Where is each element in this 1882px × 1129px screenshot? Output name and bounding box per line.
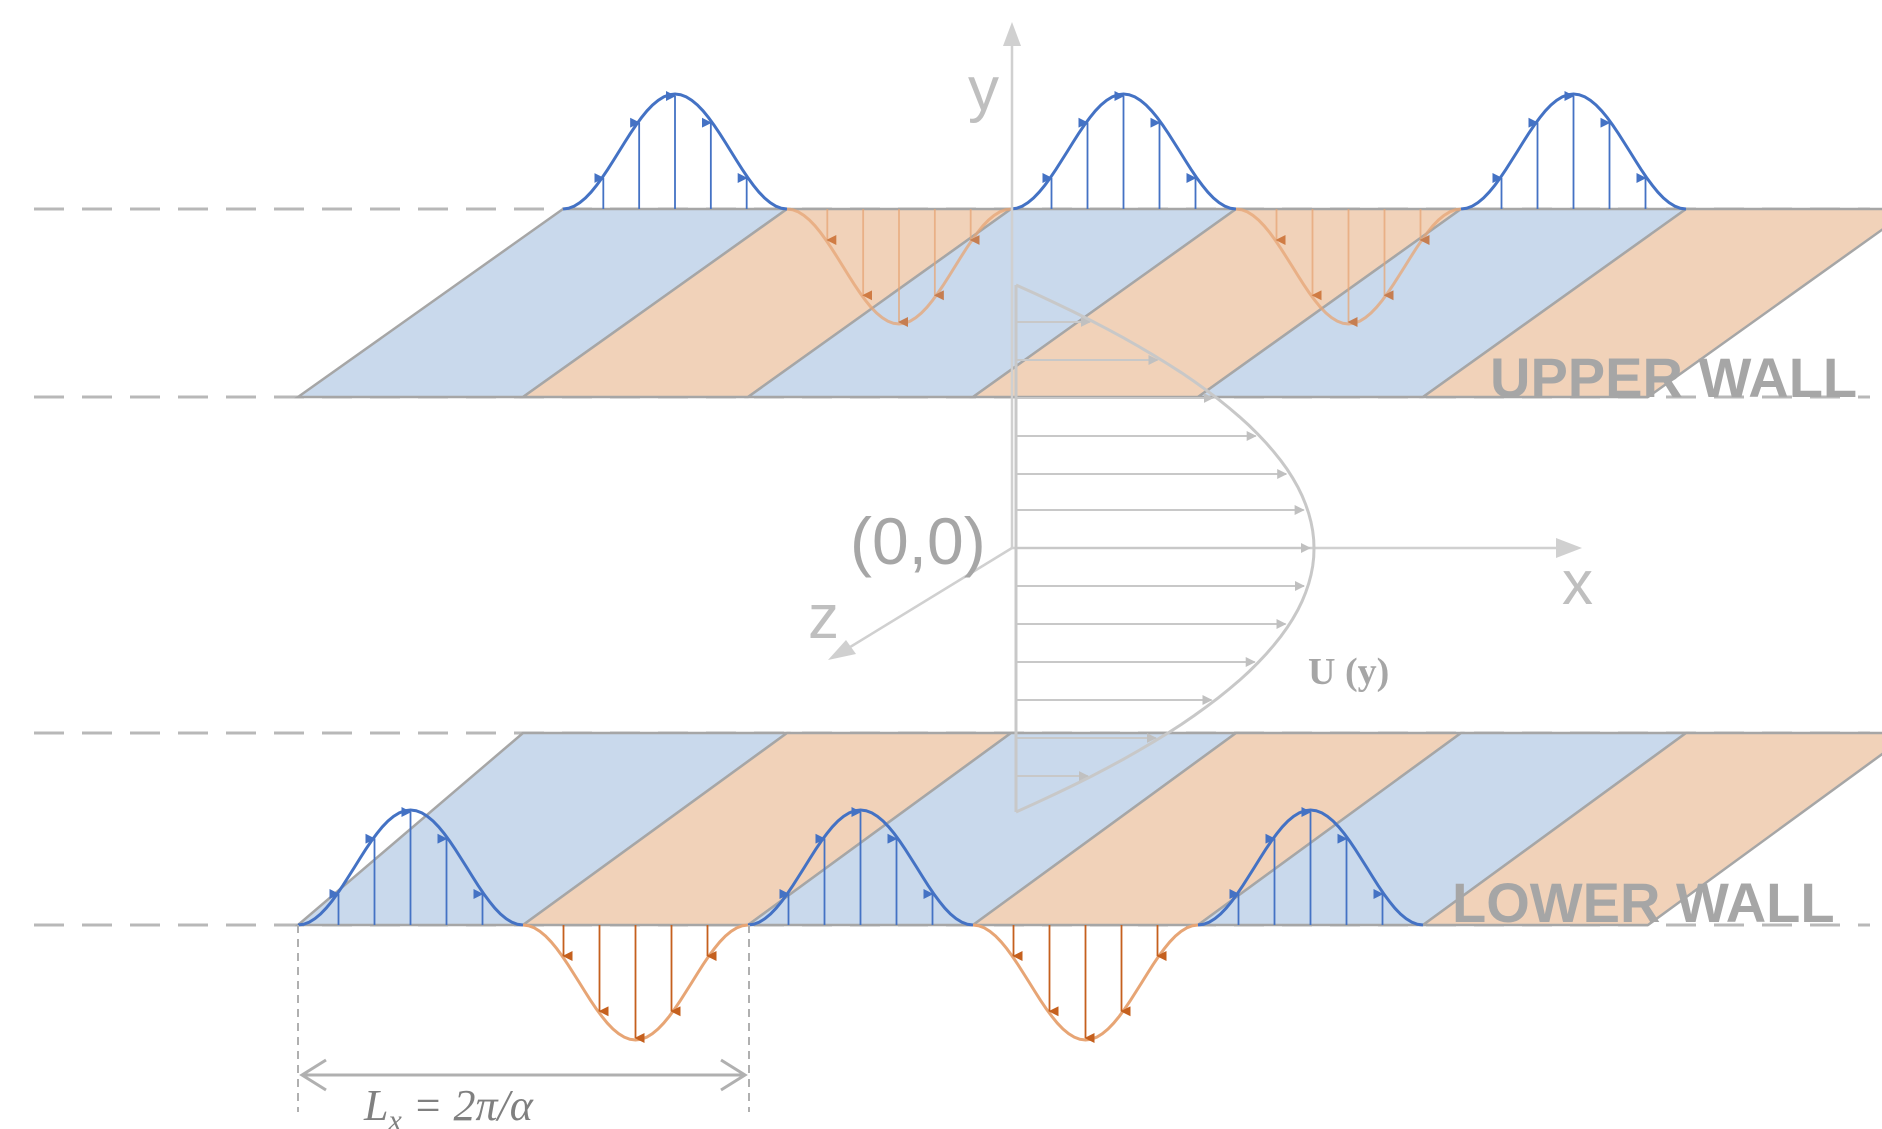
upper-blowing-bump-2 — [1010, 91, 1237, 211]
wavelength-subscript: x — [387, 1104, 402, 1129]
upper-suction-bump-2 — [1235, 207, 1462, 327]
lower-suction-bump-1 — [522, 923, 749, 1043]
y-axis-arrowhead — [1003, 22, 1021, 46]
base-flow-profile — [1014, 283, 1316, 814]
upper-wall-strip-6 — [1419, 207, 1882, 399]
upper-wall-suction-bumps — [786, 207, 1462, 327]
x-axis-label: x — [1562, 549, 1593, 618]
upper-wall-strips — [294, 207, 1882, 399]
lower-blowing-bump-2 — [747, 807, 974, 927]
upper-wall-blowing-bumps — [562, 91, 1687, 211]
z-axis-label: z — [808, 583, 839, 652]
lower-wall-strip-6 — [1419, 731, 1882, 927]
lower-wall-suction-bumps — [522, 923, 1199, 1043]
x-axis-arrowhead — [1556, 538, 1582, 558]
base-flow-label: U (y) — [1308, 651, 1389, 693]
lower-wall-blowing-bumps — [297, 807, 1424, 927]
origin-label: (0,0) — [850, 504, 986, 578]
lower-wall-strips — [294, 731, 1882, 927]
z-axis-line — [841, 546, 1013, 654]
profile-curve — [1015, 283, 1316, 814]
wavelength-label: Lx = 2π/α — [363, 1081, 534, 1129]
lower-wall-label: LOWER WALL — [1452, 871, 1835, 934]
lower-blowing-bump-1 — [297, 807, 524, 927]
y-axis-label: y — [968, 55, 999, 124]
upper-wall-label: UPPER WALL — [1490, 346, 1857, 409]
wavelength-expression: = 2π/α — [402, 1081, 534, 1129]
upper-blowing-bump-1 — [562, 91, 788, 211]
upper-blowing-bump-3 — [1460, 91, 1687, 211]
wavelength-arrow-right-head — [720, 1058, 748, 1092]
wavelength-arrow-left-head — [299, 1058, 327, 1092]
lower-blowing-bump-3 — [1197, 807, 1424, 927]
z-axis-arrowhead — [828, 640, 856, 660]
wavelength-symbol: L — [363, 1081, 388, 1129]
wavelength-dimension — [297, 925, 750, 1112]
lower-suction-bump-2 — [972, 923, 1199, 1043]
upper-suction-bump-1 — [786, 207, 1012, 327]
